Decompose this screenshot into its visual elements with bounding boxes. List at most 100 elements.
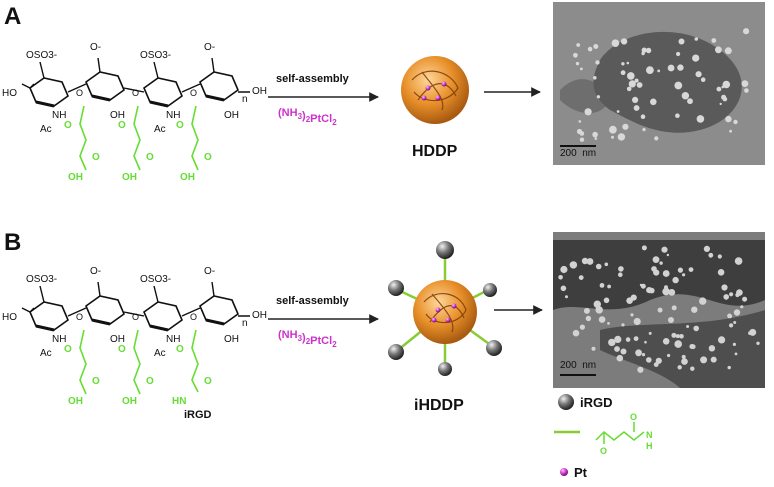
tem-particle [645, 47, 652, 54]
repeat-n: n [242, 94, 248, 105]
tem-particle [592, 131, 598, 138]
panel-letter-b: B [4, 229, 21, 256]
legend-linker-n: N [646, 430, 653, 440]
tem-particle [678, 38, 685, 45]
tem-particle [667, 64, 675, 72]
tem-particle [593, 44, 599, 49]
bridge-o: O [190, 88, 197, 98]
tem-particle [621, 62, 625, 66]
tem-particle [655, 357, 662, 364]
tem-particle [614, 335, 622, 343]
nh-label: NH [166, 334, 180, 345]
tem-particle [691, 306, 698, 313]
tem-particle [733, 309, 741, 316]
scale-bar-b: 200 nm [560, 360, 596, 371]
tem-particle [585, 315, 592, 322]
tem-particle [576, 43, 581, 47]
acid-oh: OH [180, 172, 195, 183]
tem-particle [716, 86, 722, 92]
tem-particle [618, 266, 624, 272]
tem-particle [703, 245, 711, 252]
tem-particle [620, 70, 626, 76]
legend-linker-o: O [600, 446, 607, 456]
tem-particle [641, 353, 646, 357]
tem-particle [630, 313, 634, 317]
tem-particle [721, 85, 724, 89]
tem-particle [677, 267, 684, 273]
tem-particle [681, 358, 688, 365]
tem-particle [596, 95, 601, 99]
ac-label: Ac [40, 348, 52, 359]
polymer-structure-b: OSO3- OSO3- O- O- HO O O O n OH OH OH NH… [2, 266, 267, 421]
end-oh: OH [252, 310, 267, 321]
end-oh: OH [252, 86, 267, 97]
bridge-o: O [132, 88, 139, 98]
tem-particle [733, 119, 738, 125]
tem-particle [687, 98, 693, 105]
tem-particle [625, 337, 631, 342]
tem-particle [587, 46, 593, 52]
legend-irgd-ball [558, 394, 574, 410]
tem-particle [671, 332, 677, 338]
tem-particle [668, 317, 674, 323]
bridge-o: O [190, 312, 197, 322]
irgd-terminal: iRGD [184, 409, 212, 421]
tem-particle [616, 354, 624, 362]
tem-particle [573, 52, 578, 58]
tem-particle [575, 61, 580, 66]
tem-particle [637, 366, 644, 373]
tem-particle [675, 334, 680, 339]
tem-particle [719, 102, 722, 106]
tem-particle [748, 331, 752, 335]
tem-particle [657, 307, 663, 313]
legend-pt-label: Pt [574, 465, 588, 480]
tem-particle [708, 345, 716, 352]
acid-oh: OH [68, 396, 83, 407]
tem-particle [578, 120, 582, 123]
tem-particle [700, 77, 706, 82]
tem-particle [722, 96, 728, 102]
tem-particle [692, 54, 700, 62]
tem-particle [633, 336, 639, 341]
carbonyl-o: O [118, 120, 126, 131]
tem-particle [611, 135, 614, 139]
carbonyl-o: O [146, 376, 154, 387]
carbonyl-o: O [176, 344, 184, 355]
tem-particle [679, 334, 684, 339]
tem-particle [621, 323, 625, 327]
tem-particle [579, 324, 586, 330]
legend-linker-chain [595, 430, 645, 441]
tem-particle [662, 338, 670, 345]
tem-particle [696, 115, 705, 123]
tem-particle [693, 325, 699, 332]
tem-particle [662, 270, 670, 277]
tem-particle [626, 61, 630, 65]
tem-particle [584, 108, 592, 116]
panel-b: B OSO3- OSO3- O- O- HO O O O n OH OH OH … [2, 229, 765, 480]
bridge-o: O [76, 312, 83, 322]
tem-particle [578, 275, 584, 280]
tem-particle [728, 314, 733, 319]
tem-particle [699, 297, 707, 305]
carbonyl-o: O [146, 152, 154, 163]
tem-particle [641, 245, 647, 251]
carboxylate-label: O- [204, 42, 215, 53]
tem-particle [735, 292, 740, 298]
nh-label: NH [52, 334, 66, 345]
tem-particle [700, 356, 708, 364]
sulfate-label: OSO3- [140, 274, 171, 285]
carbonyl-o: O [176, 120, 184, 131]
tem-particle [633, 105, 640, 111]
carbonyl-o: O [92, 152, 100, 163]
tem-particle [635, 349, 642, 357]
amide-hn: HN [172, 396, 186, 407]
panel-a: A OSO3- OSO3- O- O- HO O O O n OH OH OH [2, 2, 765, 183]
scale-bar-a: 200 nm [560, 148, 596, 159]
tem-particle [651, 266, 657, 272]
tem-particle [580, 67, 583, 71]
tem-particle [620, 348, 627, 355]
tem-particle [636, 82, 643, 88]
tem-image-a: 200 nm [553, 2, 765, 165]
ac-label: Ac [154, 124, 166, 135]
tem-image-b: 200 nm [553, 232, 765, 388]
